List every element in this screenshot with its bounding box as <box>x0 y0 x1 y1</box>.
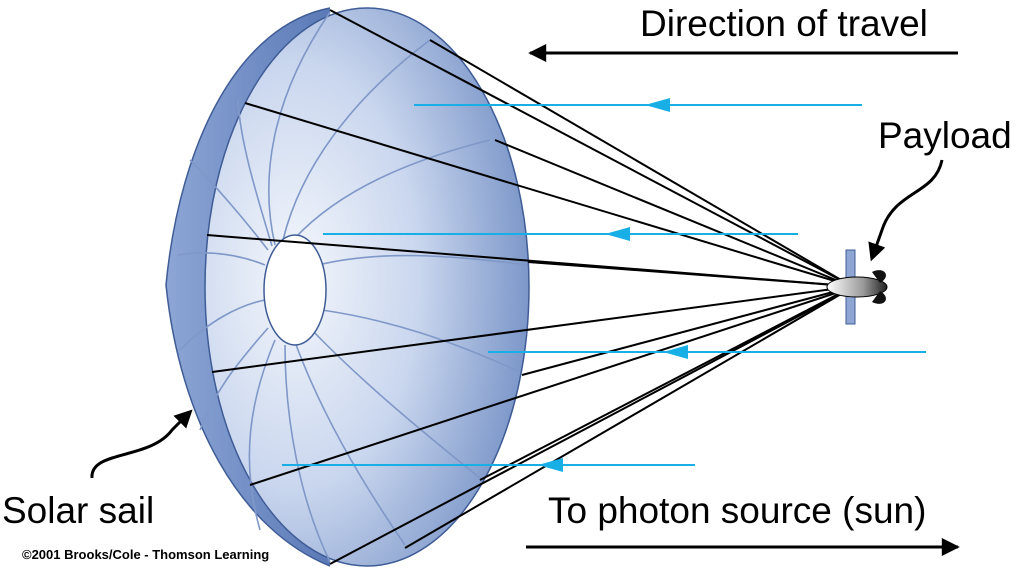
sail-rib <box>189 159 269 251</box>
sail-inner-surface <box>204 7 530 567</box>
sail-rib <box>311 329 481 479</box>
sail-rib <box>284 344 331 563</box>
payload-pod <box>826 276 888 298</box>
photon-arrowhead <box>645 98 670 112</box>
photon-arrowhead <box>538 458 563 472</box>
payload-fin <box>872 270 886 283</box>
solar-sail <box>165 7 530 567</box>
sail-rib <box>317 254 527 266</box>
sail-rim-edge <box>165 7 331 567</box>
solar-sail-label: Solar sail <box>2 490 154 531</box>
sail-rib <box>282 39 431 241</box>
rigging-line <box>479 288 849 481</box>
rigging-line <box>329 289 849 565</box>
rigging-line <box>404 289 849 549</box>
rigging-line <box>249 288 849 486</box>
payload-label: Payload <box>878 115 1012 156</box>
sail-ribs <box>177 11 527 563</box>
copyright-notice: ©2001 Brooks/Cole - Thomson Learning <box>22 547 269 562</box>
photon-arrowhead <box>605 227 630 241</box>
rigging-lines <box>206 9 849 565</box>
sail-rib <box>248 339 276 531</box>
sail-central-hole <box>263 234 327 346</box>
rigging-line <box>329 9 849 285</box>
sail-rib <box>199 327 269 431</box>
sail-rib <box>268 11 331 246</box>
sail-rib <box>237 99 273 247</box>
spacecraft-icon <box>826 249 888 325</box>
rigging-line <box>494 139 849 286</box>
rigging-line <box>527 261 849 287</box>
direction-of-travel-label: Direction of travel <box>640 3 928 44</box>
payload-pointer-icon <box>868 159 944 262</box>
sail-rib <box>177 252 266 266</box>
rigging-line <box>521 287 849 376</box>
sail-rib <box>321 309 521 373</box>
sail-rib <box>294 341 406 546</box>
rigging-line <box>244 102 849 286</box>
sail-rib <box>294 139 491 239</box>
rigging-line <box>211 286 849 373</box>
photon-arrows <box>282 98 926 472</box>
sail-rib <box>179 299 266 351</box>
photon-arrowhead <box>663 345 688 359</box>
payload-fin <box>872 291 886 304</box>
solar-sail-pointer-icon <box>90 409 193 479</box>
rigging-line <box>429 39 849 285</box>
photon-source-label: To photon source (sun) <box>548 490 926 531</box>
